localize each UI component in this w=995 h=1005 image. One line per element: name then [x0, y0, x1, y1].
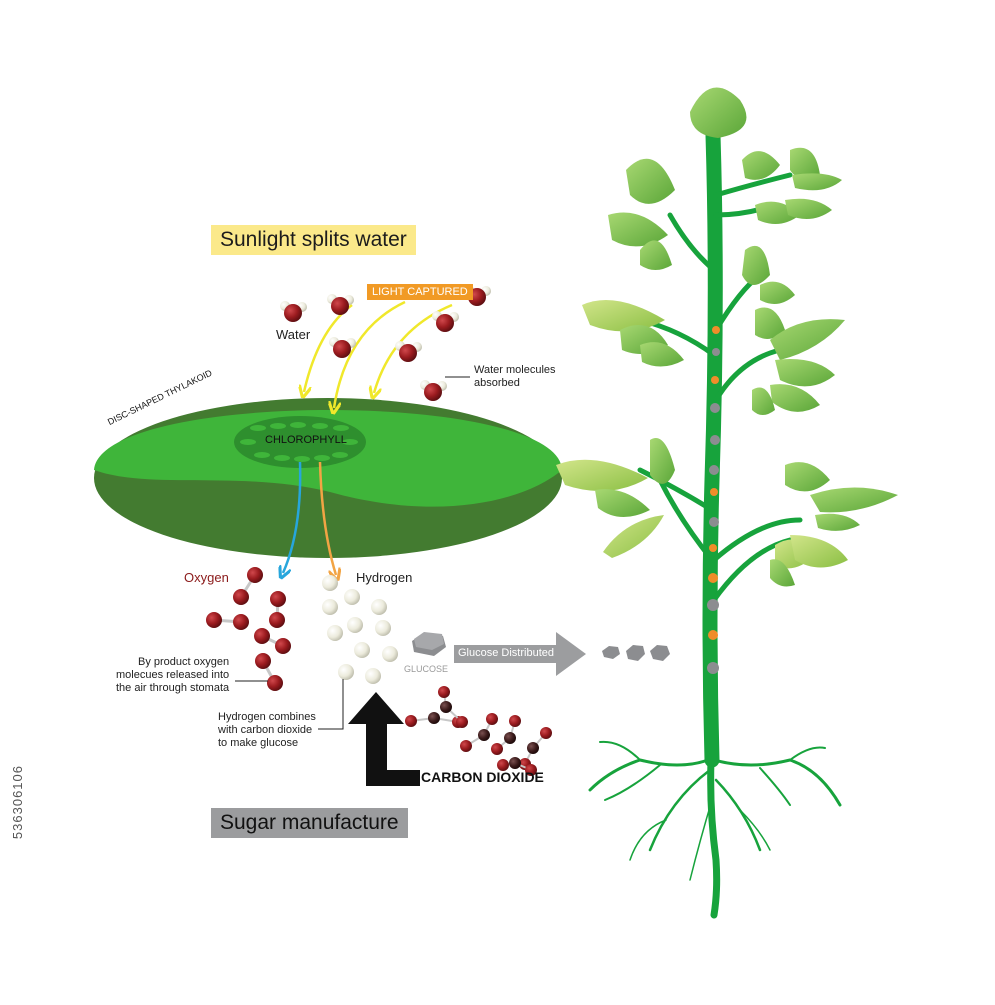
label-hydrogen-combines: Hydrogen combines with carbon dioxide to… [218, 711, 316, 750]
label-water-absorbed: Water molecules absorbed [474, 364, 556, 390]
carbon-dioxide-molecules [405, 686, 552, 776]
carbon-atom [428, 712, 440, 724]
hydrogen-atom [347, 617, 363, 633]
label-chlorophyll: CHLOROPHYLL [265, 434, 347, 446]
carbon-atom [504, 732, 516, 744]
oxygen-atom [497, 759, 509, 771]
glucose-small-hexagons [602, 645, 670, 661]
hydrogen-atom [344, 589, 360, 605]
label-byproduct: By product oxygen molecues released into… [116, 656, 229, 695]
oxygen-atom [438, 686, 450, 698]
carbon-atom [509, 757, 521, 769]
label-glucose: GLUCOSE [404, 664, 449, 674]
label-oxygen: Oxygen [184, 570, 229, 585]
oxygen-atom [233, 614, 249, 630]
hydrogen-atom [322, 599, 338, 615]
title-sugar-manufacture: Sugar manufacture [211, 808, 408, 838]
label-byproduct-line3: the air through stomata [116, 682, 230, 694]
label-light-captured: LIGHT CAPTURED [367, 284, 473, 300]
oxygen-atom [436, 314, 454, 332]
oxygen-atom [247, 567, 263, 583]
oxygen-atom [331, 297, 349, 315]
hydrogen-atoms [322, 575, 398, 684]
oxygen-atom [540, 727, 552, 739]
oxygen-molecules [206, 567, 291, 691]
hydrogen-atom [365, 668, 381, 684]
hydrogen-atom [371, 599, 387, 615]
label-water: Water [276, 327, 311, 342]
hydrogen-atom [382, 646, 398, 662]
oxygen-atom [424, 383, 442, 401]
label-hydrogen-combines-line2: with carbon dioxide [218, 724, 313, 736]
glucose-distributed-arrow [454, 632, 586, 676]
oxygen-atom [206, 612, 222, 628]
carbon-atom [440, 701, 452, 713]
oxygen-atom [460, 740, 472, 752]
hydrogen-atom [375, 620, 391, 636]
label-glucose-distributed: Glucose Distributed [458, 647, 554, 659]
label-hydrogen-combines-line3: to make glucose [218, 737, 299, 749]
oxygen-atom [267, 675, 283, 691]
plant [556, 87, 898, 919]
thylakoid-disc [94, 398, 562, 558]
label-hydrogen-combines-line1: Hydrogen combines [218, 711, 316, 723]
carbon-atom [527, 742, 539, 754]
hydrogen-atom [354, 642, 370, 658]
oxygen-atom [269, 612, 285, 628]
hydrogen-atom [338, 664, 354, 680]
oxygen-atom [509, 715, 521, 727]
oxygen-atom [333, 340, 351, 358]
oxygen-atom [275, 638, 291, 654]
carbon-dioxide-arrow [348, 692, 420, 786]
oxygen-atom [456, 716, 468, 728]
water-molecules [280, 285, 491, 401]
hydrogen-atom [322, 575, 338, 591]
oxygen-atom [491, 743, 503, 755]
label-carbon-dioxide: CARBON DIOXIDE [421, 769, 544, 785]
hydrogen-atom [327, 625, 343, 641]
label-water-absorbed-line2: absorbed [474, 377, 520, 389]
oxygen-atom [233, 589, 249, 605]
oxygen-atom [284, 304, 302, 322]
label-hydrogen: Hydrogen [356, 570, 413, 585]
oxygen-atom [399, 344, 417, 362]
stock-image-id: 536306106 [10, 765, 25, 840]
oxygen-atom [255, 653, 271, 669]
oxygen-atom [405, 715, 417, 727]
oxygen-atom [486, 713, 498, 725]
oxygen-atom [525, 764, 537, 776]
glucose-hexagon [412, 632, 446, 656]
title-sunlight-splits-water: Sunlight splits water [211, 225, 416, 255]
oxygen-atom [270, 591, 286, 607]
carbon-atom [478, 729, 490, 741]
label-byproduct-line2: molecues released into [116, 669, 230, 681]
oxygen-atom [254, 628, 270, 644]
label-water-absorbed-line1: Water molecules [474, 364, 556, 376]
leader-lines [235, 376, 470, 730]
label-byproduct-line1: By product oxygen [138, 656, 230, 668]
